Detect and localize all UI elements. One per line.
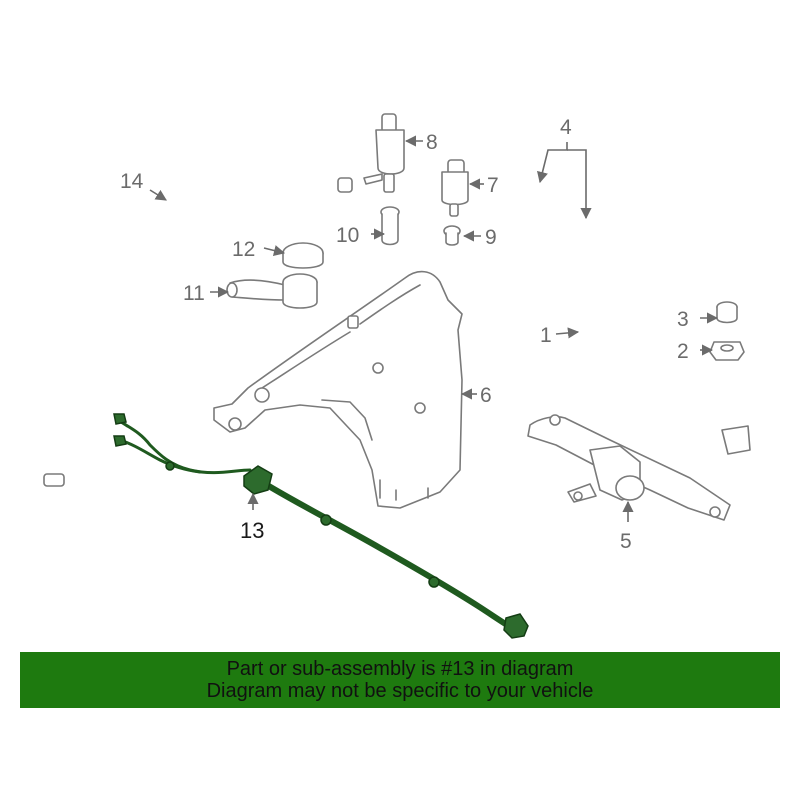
callout-9: 9 <box>485 226 497 249</box>
part-10-grommet <box>380 206 400 246</box>
callout-8: 8 <box>426 131 438 154</box>
callout-3: 3 <box>677 308 689 331</box>
callout-1: 1 <box>540 324 552 347</box>
callout-12: 12 <box>232 238 255 261</box>
banner-line-1: Part or sub-assembly is #13 in diagram <box>226 658 574 680</box>
part-6-washer-reservoir <box>213 270 463 509</box>
part-4-wiper-blade <box>480 98 757 302</box>
part-7-pump <box>441 159 469 217</box>
part-5-wiper-motor-linkage <box>527 414 731 521</box>
callout-10: 10 <box>336 224 359 247</box>
callout-7: 7 <box>487 174 499 197</box>
callout-14: 14 <box>120 170 144 193</box>
part-8-washer-pump <box>363 113 405 193</box>
callout-6: 6 <box>480 384 492 407</box>
info-banner: Part or sub-assembly is #13 in diagram D… <box>20 652 780 708</box>
callout-11: 11 <box>183 282 205 305</box>
part-2-nut <box>709 341 745 361</box>
part-1-wiper-arm <box>578 328 751 455</box>
leader-lines <box>149 135 719 522</box>
callout-5: 5 <box>620 530 632 553</box>
part-13-highlighted-hose <box>113 413 529 639</box>
part-3-cap-nut <box>716 301 738 324</box>
callout-13: 13 <box>240 518 264 543</box>
callout-2: 2 <box>677 340 689 363</box>
part-14-washer-hose <box>43 114 353 487</box>
callouts: 14 8 7 10 9 12 11 4 6 3 2 1 5 13 <box>120 116 689 553</box>
banner-line-2: Diagram may not be specific to your vehi… <box>206 680 594 702</box>
part-12-reservoir-cap <box>282 242 324 269</box>
part-11-filler-neck <box>226 273 318 309</box>
callout-4: 4 <box>560 116 572 139</box>
part-9-clip <box>443 225 461 246</box>
